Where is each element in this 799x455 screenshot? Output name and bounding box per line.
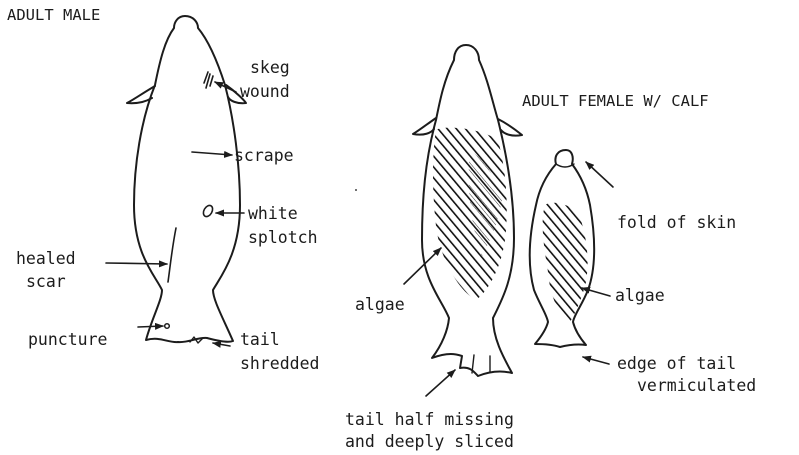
- label-tail-missing-line2: and deeply sliced: [345, 432, 514, 451]
- calf-manatee: [530, 150, 595, 347]
- label-splotch-line1: white: [248, 204, 298, 223]
- arrow-edge-tail: [583, 357, 609, 364]
- arrow-scrape: [192, 152, 232, 155]
- male-splotch-mark: [202, 204, 215, 218]
- arrow-fold: [586, 162, 613, 187]
- pointer-arrows: [106, 82, 613, 396]
- label-skeg-line1: skeg: [250, 58, 290, 77]
- label-tail-shredded-line1: tail: [240, 330, 280, 349]
- male-scar-mark: [168, 228, 176, 282]
- label-female-algae: algae: [355, 295, 405, 314]
- male-skeg-wound-mark: [204, 72, 213, 88]
- label-edge-tail-line2: vermiculated: [637, 376, 756, 395]
- male-title: ADULT MALE: [7, 6, 100, 25]
- speck: [355, 189, 357, 191]
- arrow-puncture: [138, 326, 163, 327]
- label-scrape: scrape: [234, 146, 294, 165]
- label-puncture: puncture: [28, 330, 107, 349]
- arrow-tail-missing: [426, 370, 455, 396]
- arrow-tail-shredded: [213, 343, 230, 346]
- label-tail-missing-line1: tail half missing: [345, 410, 514, 429]
- label-scar-line2: scar: [26, 272, 66, 291]
- female-tail-notch: [472, 355, 490, 373]
- label-edge-tail-line1: edge of tail: [617, 354, 736, 373]
- label-fold: fold of skin: [617, 213, 736, 232]
- label-calf-algae: algae: [615, 286, 665, 305]
- label-tail-shredded-line2: shredded: [240, 354, 319, 373]
- male-puncture-mark: [165, 324, 170, 329]
- label-skeg-line2: wound: [240, 82, 290, 101]
- female-manatee: [413, 45, 522, 376]
- male-manatee: [127, 16, 246, 343]
- label-scar-line1: healed: [16, 249, 76, 268]
- label-splotch-line2: splotch: [248, 228, 318, 247]
- male-body-outline: [134, 16, 240, 342]
- arrow-scar: [106, 263, 167, 264]
- female-title: ADULT FEMALE W/ CALF: [522, 92, 709, 111]
